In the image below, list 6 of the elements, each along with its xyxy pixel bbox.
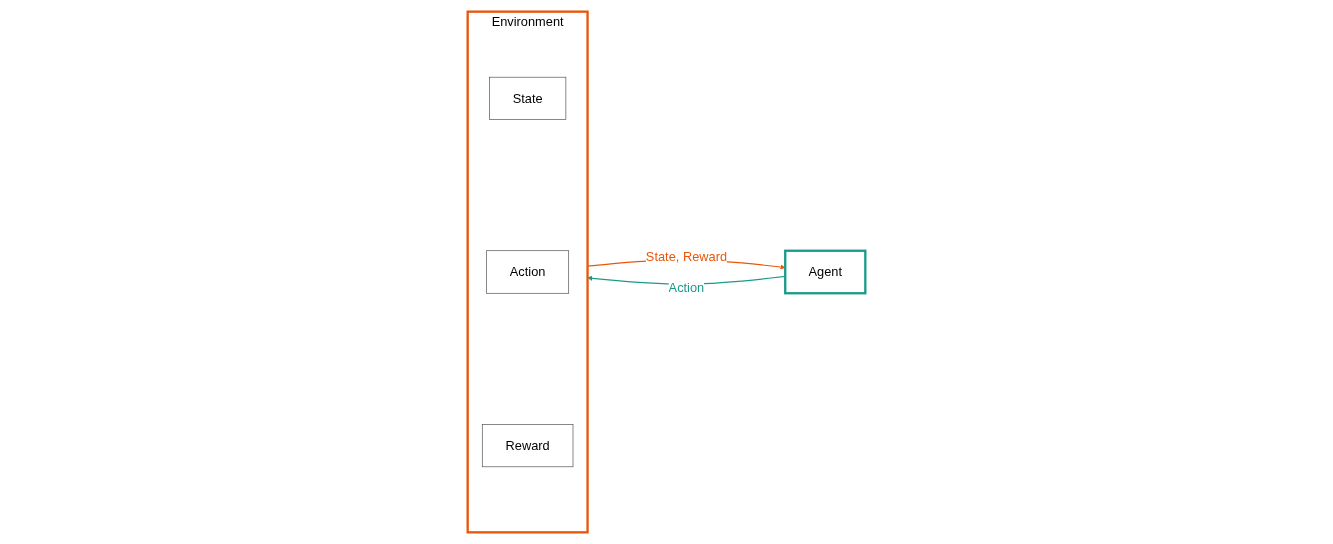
node-box: Action bbox=[486, 250, 569, 294]
node-box: Reward bbox=[481, 424, 574, 468]
node-box: State bbox=[489, 76, 567, 120]
edge-label: State, Reward bbox=[645, 249, 728, 264]
edge-label: Action bbox=[668, 280, 705, 295]
node-box: Agent bbox=[784, 249, 867, 295]
